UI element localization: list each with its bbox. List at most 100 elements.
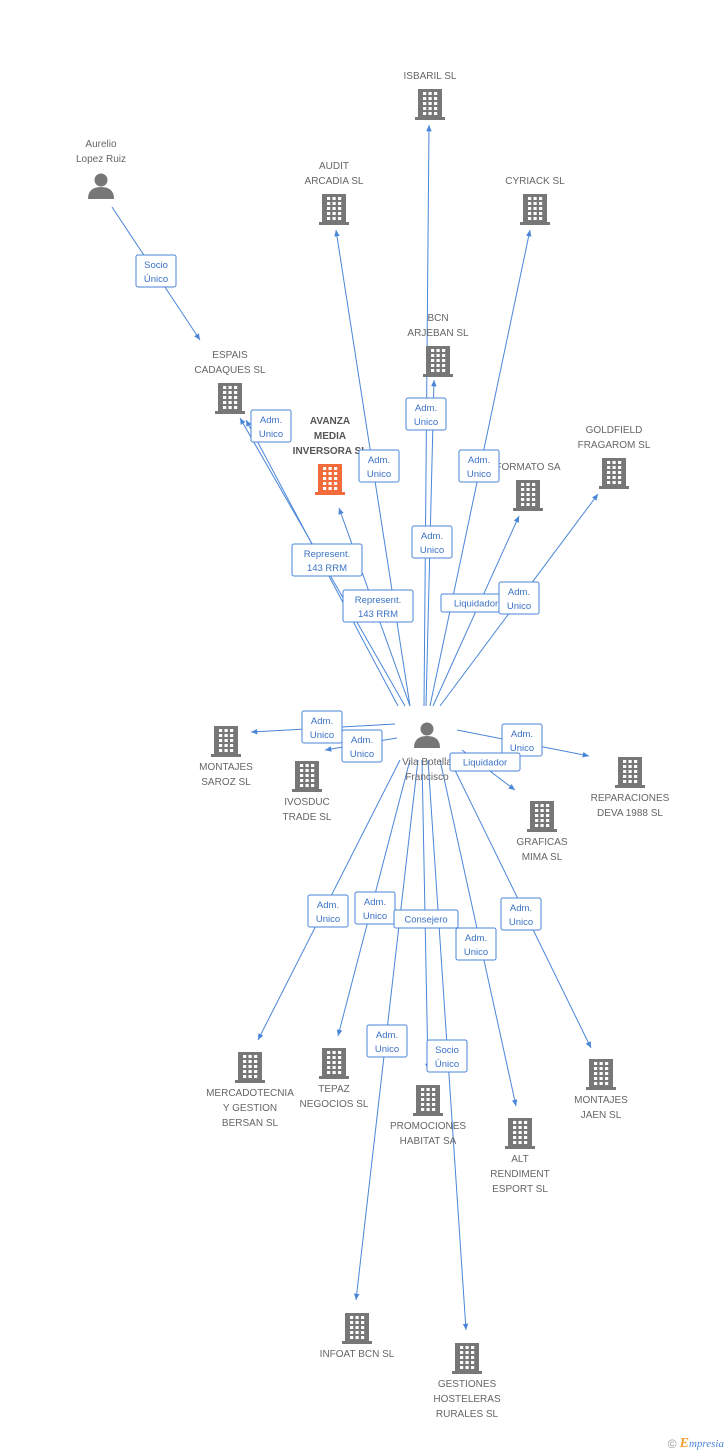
node-label: AUDIT: [319, 161, 349, 172]
edge-label-text: Unico: [367, 469, 391, 480]
edge-label-text: Liquidador: [463, 758, 507, 769]
building-icon: [505, 1118, 535, 1149]
node-goldfield[interactable]: GOLDFIELD FRAGAROM SL: [578, 425, 651, 489]
edge-label-box: [501, 723, 543, 757]
node-label: MONTAJES: [574, 1095, 628, 1106]
building-icon: [520, 194, 550, 225]
node-ivosduc[interactable]: IVOSDUC TRADE SL: [283, 761, 332, 823]
node-label: BERSAN SL: [222, 1118, 279, 1129]
node-label: MIMA SL: [522, 852, 563, 863]
edge-label[interactable]: Adm.Unico: [411, 525, 453, 559]
building-icon: [415, 89, 445, 120]
edge-label[interactable]: Consejero: [393, 909, 459, 929]
edge-label-text: Unico: [509, 917, 533, 928]
node-label: TRADE SL: [283, 812, 332, 823]
edge-label[interactable]: Adm.Unico: [341, 729, 383, 763]
edge-label-box: [354, 891, 396, 925]
node-tepaz[interactable]: TEPAZ NEGOCIOS SL: [300, 1048, 369, 1110]
building-icon: [413, 1085, 443, 1116]
edge-label-text: Unico: [316, 914, 340, 925]
node-label: FRAGAROM SL: [578, 440, 651, 451]
edge-label-box: [366, 1024, 408, 1058]
node-cyriack[interactable]: CYRIACK SL: [505, 176, 565, 225]
edge-label-box: [458, 449, 500, 483]
edge-label[interactable]: Adm. Unico: [307, 894, 349, 928]
node-label: IVOSDUC: [284, 797, 330, 808]
edge-label-text: Adm.: [376, 1030, 398, 1041]
node-isbaril[interactable]: ISBARIL SL: [404, 71, 457, 120]
edge-label-box: [449, 752, 521, 772]
empresia-logo: Empresia: [679, 1436, 724, 1451]
node-label: Aurelio: [85, 139, 117, 150]
edge-label[interactable]: Represent.143 RRM: [291, 543, 363, 577]
edge-label[interactable]: Adm. Unico: [458, 449, 500, 483]
building-icon: [211, 726, 241, 757]
edge-label[interactable]: Adm.Unico: [250, 409, 292, 443]
node-label: HOSTELERAS: [433, 1394, 501, 1405]
edge-label-text: Adm.: [465, 933, 487, 944]
edge-label-text: Adm.: [508, 587, 530, 598]
building-icon: [615, 757, 645, 788]
edge-label-box: [405, 397, 447, 431]
building-icon: [342, 1313, 372, 1344]
edge-label[interactable]: Adm.Unico: [358, 449, 400, 483]
edge-label[interactable]: Adm.Unico: [366, 1024, 408, 1058]
node-infoat[interactable]: INFOAT BCN SL: [320, 1313, 395, 1360]
edge-label-box: [358, 449, 400, 483]
building-icon: [599, 458, 629, 489]
node-label: Lopez Ruiz: [76, 154, 126, 165]
edge-label[interactable]: Represent.143 RRM: [342, 589, 414, 623]
edge-label-text: Unico: [414, 417, 438, 428]
edge-label-box: [393, 909, 459, 929]
node-formato[interactable]: FORMATO SA: [495, 462, 561, 511]
edge-label[interactable]: Adm.Unico: [354, 891, 396, 925]
edge-label-text: Adm.: [311, 716, 333, 727]
node-label: MONTAJES: [199, 762, 253, 773]
person-icon: [88, 173, 114, 199]
node-label: CYRIACK SL: [505, 176, 565, 187]
edge-label[interactable]: Adm.Unico: [500, 897, 542, 931]
edge-labels-layer: SocioÚnicoAdm.UnicoAdm.UnicoAdm.UnicoAdm…: [135, 254, 543, 1073]
edge-label-text: Socio: [435, 1045, 459, 1056]
node-label: GOLDFIELD: [586, 425, 643, 436]
copyright-symbol: ©: [667, 1437, 677, 1451]
edge-label[interactable]: Adm. Unico: [405, 397, 447, 431]
node-label: NEGOCIOS SL: [300, 1099, 369, 1110]
node-label: BCN: [427, 313, 448, 324]
edge-label[interactable]: Adm.Unico: [501, 723, 543, 757]
node-label: FORMATO SA: [495, 462, 561, 473]
node-label: TEPAZ: [318, 1084, 349, 1095]
edge-label-text: Adm.: [317, 900, 339, 911]
edge-label-text: Unico: [420, 545, 444, 556]
edge-label-text: Unico: [467, 469, 491, 480]
edge-label[interactable]: Adm.Unico: [301, 710, 343, 744]
node-label: AVANZA: [310, 416, 350, 427]
edge-label[interactable]: Adm.Unico: [455, 927, 497, 961]
edge-label[interactable]: Liquidador: [449, 752, 521, 772]
building-icon: [319, 194, 349, 225]
edge-label-text: Adm.: [415, 403, 437, 414]
edge-label-text: Unico: [510, 743, 534, 754]
edge-label[interactable]: Adm.Unico: [498, 581, 540, 615]
edge-label-text: Adm.: [468, 455, 490, 466]
edge-label-box: [455, 927, 497, 961]
edge-label-text: Liquidador: [454, 599, 498, 610]
